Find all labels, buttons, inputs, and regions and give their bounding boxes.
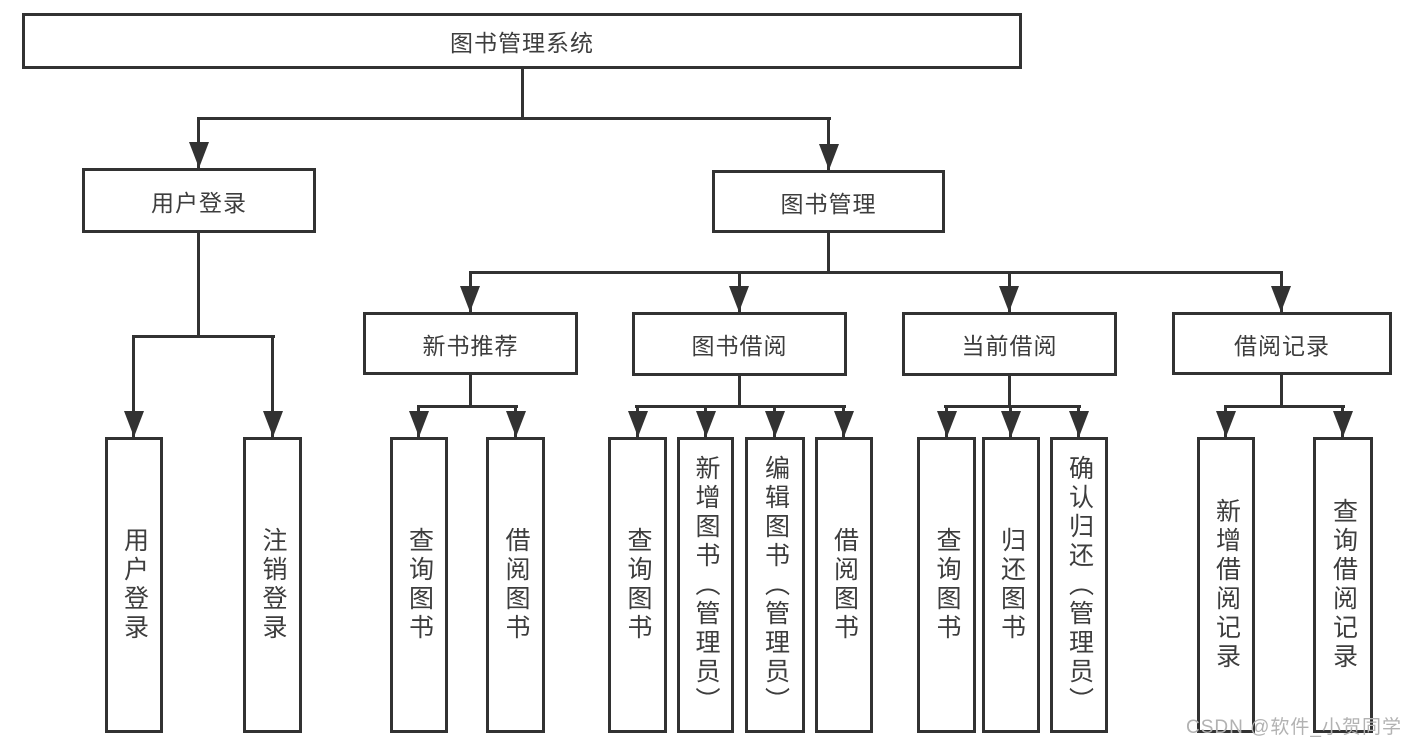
leaf-edit-books-admin: 编辑图书（管理员） [745, 437, 805, 733]
leaf-label: 新增借阅记录 [1212, 498, 1241, 672]
leaf-label: 查询图书 [624, 527, 652, 643]
leaf-borrow-books-borrowing: 借阅图书 [815, 437, 873, 733]
leaf-label: 借阅图书 [830, 527, 859, 643]
connector-stem [738, 376, 741, 407]
arrow-down-icon [834, 411, 854, 437]
arrow-down-icon [819, 144, 839, 170]
connector-user-login-branch [132, 335, 275, 338]
arrow-down-icon [1333, 411, 1353, 437]
leaf-label: 查询图书 [933, 527, 961, 643]
arrow-down-icon [937, 411, 957, 437]
arrow-down-icon [765, 411, 785, 437]
arrow-down-icon [1069, 411, 1089, 437]
arrow-down-icon [1216, 411, 1236, 437]
connector-drop-book-management [827, 117, 830, 170]
leaf-label: 新增图书（管理员） [692, 454, 720, 716]
leaf-label: 注销登录 [259, 527, 287, 643]
connector-stem [469, 375, 472, 407]
connector-stem [1280, 375, 1283, 407]
arrow-down-icon [628, 411, 648, 437]
arrow-down-icon [506, 411, 526, 437]
node-book-borrowing: 图书借阅 [632, 312, 847, 376]
connector-user-login-stem [197, 233, 200, 335]
leaf-label: 查询借阅记录 [1329, 498, 1358, 672]
leaf-add-borrow-record: 新增借阅记录 [1197, 437, 1255, 733]
leaf-return-books: 归还图书 [982, 437, 1040, 733]
arrow-down-icon [460, 286, 480, 312]
leaf-label: 借阅图书 [502, 527, 530, 643]
connector-branch [944, 405, 1081, 408]
node-user-login: 用户登录 [82, 168, 316, 233]
node-label: 借阅记录 [1234, 332, 1330, 359]
node-new-book-recommendation: 新书推荐 [363, 312, 578, 375]
connector-book-management-branch [469, 271, 1283, 274]
leaf-query-books-recommend: 查询图书 [390, 437, 448, 733]
connector-root-stem [521, 69, 524, 118]
leaf-label: 查询图书 [405, 527, 434, 643]
leaf-logout: 注销登录 [243, 437, 302, 733]
connector-branch [635, 405, 846, 408]
arrow-down-icon [729, 286, 749, 312]
node-current-borrowing: 当前借阅 [902, 312, 1117, 376]
leaf-borrow-books-recommend: 借阅图书 [486, 437, 545, 733]
connector-root-branch [197, 117, 831, 120]
arrow-down-icon [1271, 286, 1291, 312]
node-borrowing-records: 借阅记录 [1172, 312, 1392, 375]
node-label: 图书借阅 [691, 333, 788, 359]
connector-drop-leaf [271, 335, 274, 437]
csdn-watermark: CSDN @软件_小贺同学 [1186, 717, 1402, 738]
connector-stem [1008, 376, 1011, 407]
connector-book-management-stem [827, 233, 830, 273]
leaf-label: 编辑图书（管理员） [761, 454, 790, 716]
leaf-query-books-borrowing: 查询图书 [608, 437, 667, 733]
leaf-label: 归还图书 [997, 527, 1026, 643]
node-label: 用户登录 [151, 189, 247, 216]
node-root-label: 图书管理系统 [450, 30, 594, 56]
arrow-down-icon [1001, 411, 1021, 437]
leaf-user-login: 用户登录 [105, 437, 163, 733]
arrow-down-icon [999, 286, 1019, 312]
leaf-query-borrow-record: 查询借阅记录 [1313, 437, 1373, 733]
node-book-management: 图书管理 [712, 170, 945, 233]
leaf-query-books-current: 查询图书 [917, 437, 976, 733]
node-label: 图书管理 [780, 190, 877, 217]
leaf-add-books-admin: 新增图书（管理员） [677, 437, 734, 733]
node-root: 图书管理系统 [22, 13, 1022, 69]
node-label: 新书推荐 [422, 332, 519, 359]
arrow-down-icon [189, 142, 209, 168]
leaf-confirm-return-admin: 确认归还（管理员） [1050, 437, 1108, 733]
arrow-down-icon [263, 411, 283, 437]
node-label: 当前借阅 [961, 333, 1058, 359]
connector-branch [1224, 405, 1345, 408]
arrow-down-icon [409, 411, 429, 437]
connector-drop-leaf [132, 335, 135, 437]
connector-branch [417, 405, 518, 408]
arrow-down-icon [696, 411, 716, 437]
leaf-label: 用户登录 [120, 527, 149, 643]
arrow-down-icon [124, 411, 144, 437]
leaf-label: 确认归还（管理员） [1065, 454, 1094, 716]
